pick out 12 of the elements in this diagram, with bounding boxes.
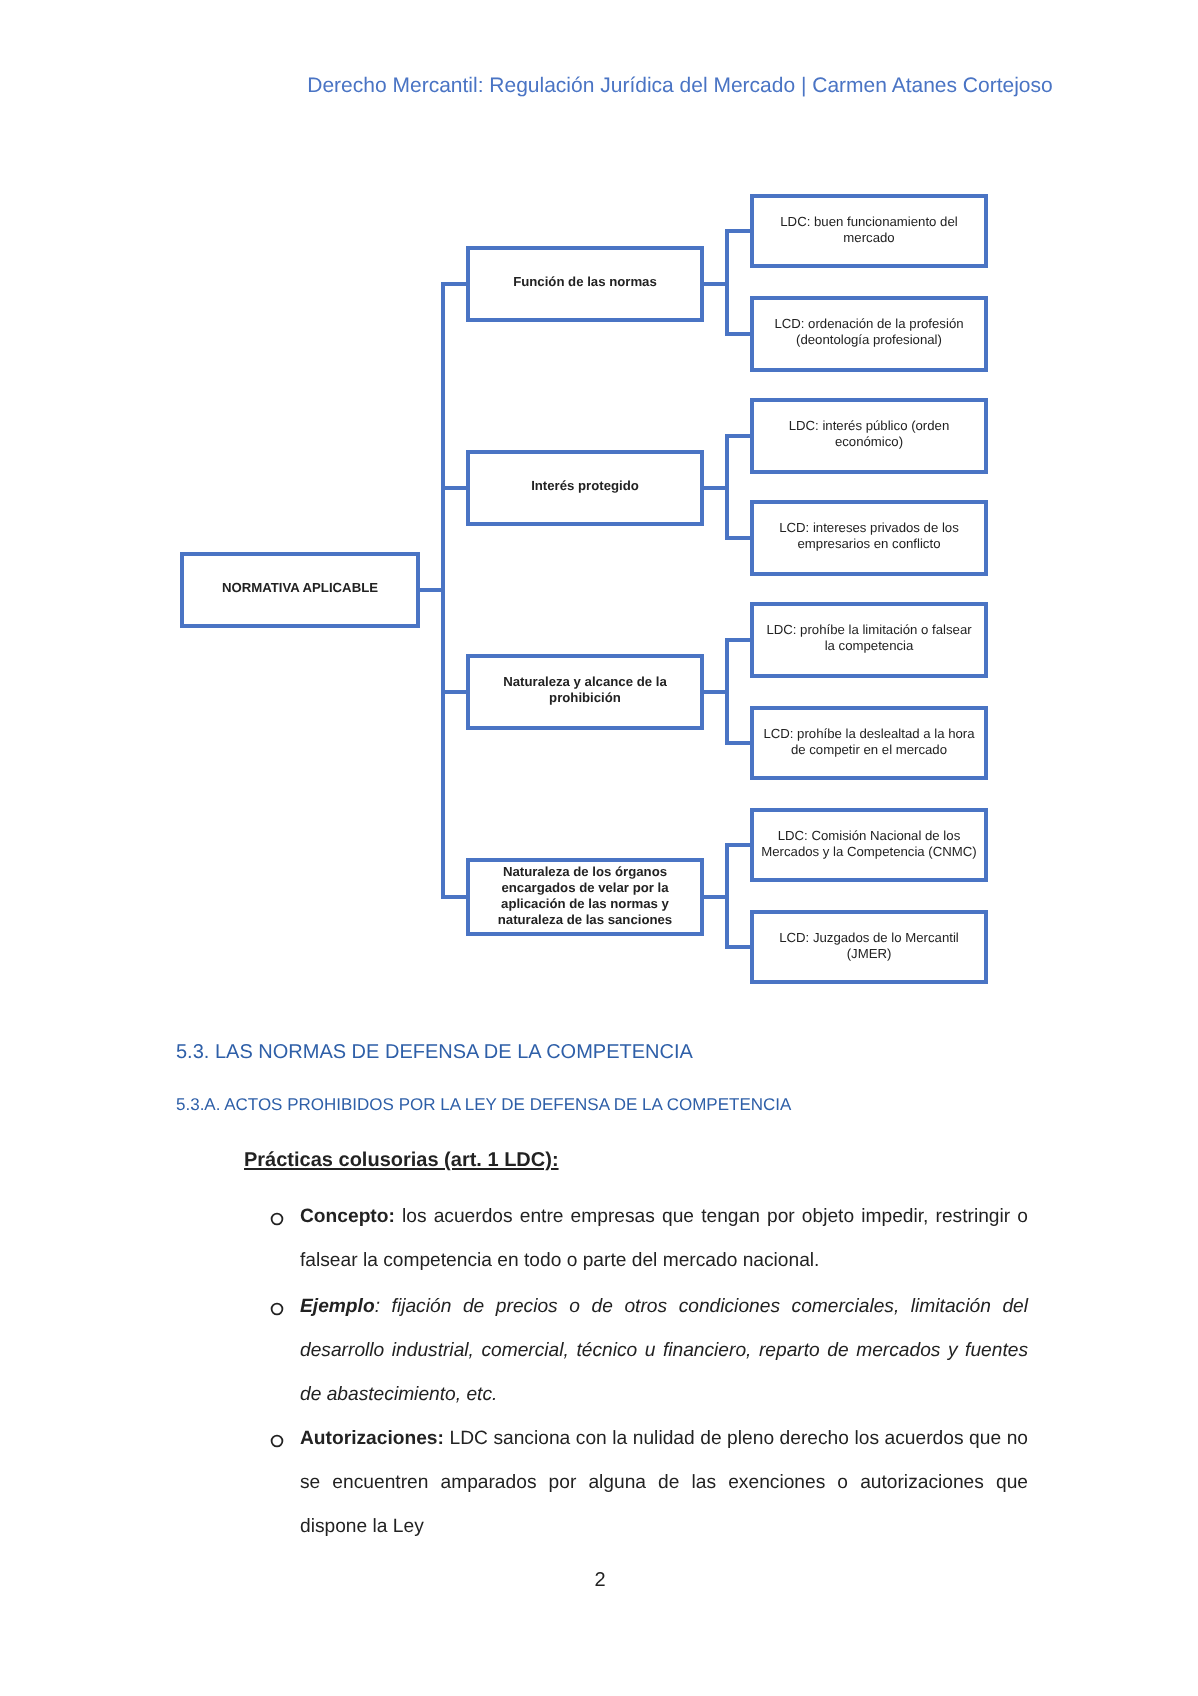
- section-heading: 5.3. LAS NORMAS DE DEFENSA DE LA COMPETENCIA: [176, 1042, 695, 1064]
- bullet-paragraph: Concepto: los acuerdos entre empresas que tengan por objeto impedir, restringir o falsear la competencia en todo o parte del mercado nacional.: [300, 1204, 1028, 1276]
- running-header: Derecho Mercantil: Regulación Jurídica del Mercado | Carmen Atanes Cortejoso: [305, 74, 1055, 98]
- connector-line: [420, 588, 466, 899]
- connector-line: [704, 895, 750, 949]
- bullet-paragraph: Ejemplo: fijación de precios o de otros condiciones comerciales, limitación del desarrollo industrial, comercial, técnico u financiero, reparto de mercados y fuentes de abastecimiento, etc.: [300, 1294, 1028, 1410]
- bullet-paragraph: Autorizaciones: LDC sanciona con la nulidad de pleno derecho los acuerdos que no se encuentren amparados por alguna de las exenciones o autorizaciones que dispone la Ley: [300, 1426, 1028, 1542]
- page-number: 2: [592, 1570, 608, 1592]
- subsection-heading: 5.3.A. ACTOS PROHIBIDOS POR LA LEY DE DEFENSA DE LA COMPETENCIA: [176, 1094, 794, 1114]
- underlined-heading: Prácticas colusorias (art. 1 LDC):: [244, 1150, 561, 1172]
- connector-line: [704, 282, 750, 336]
- connector-line: [704, 486, 750, 540]
